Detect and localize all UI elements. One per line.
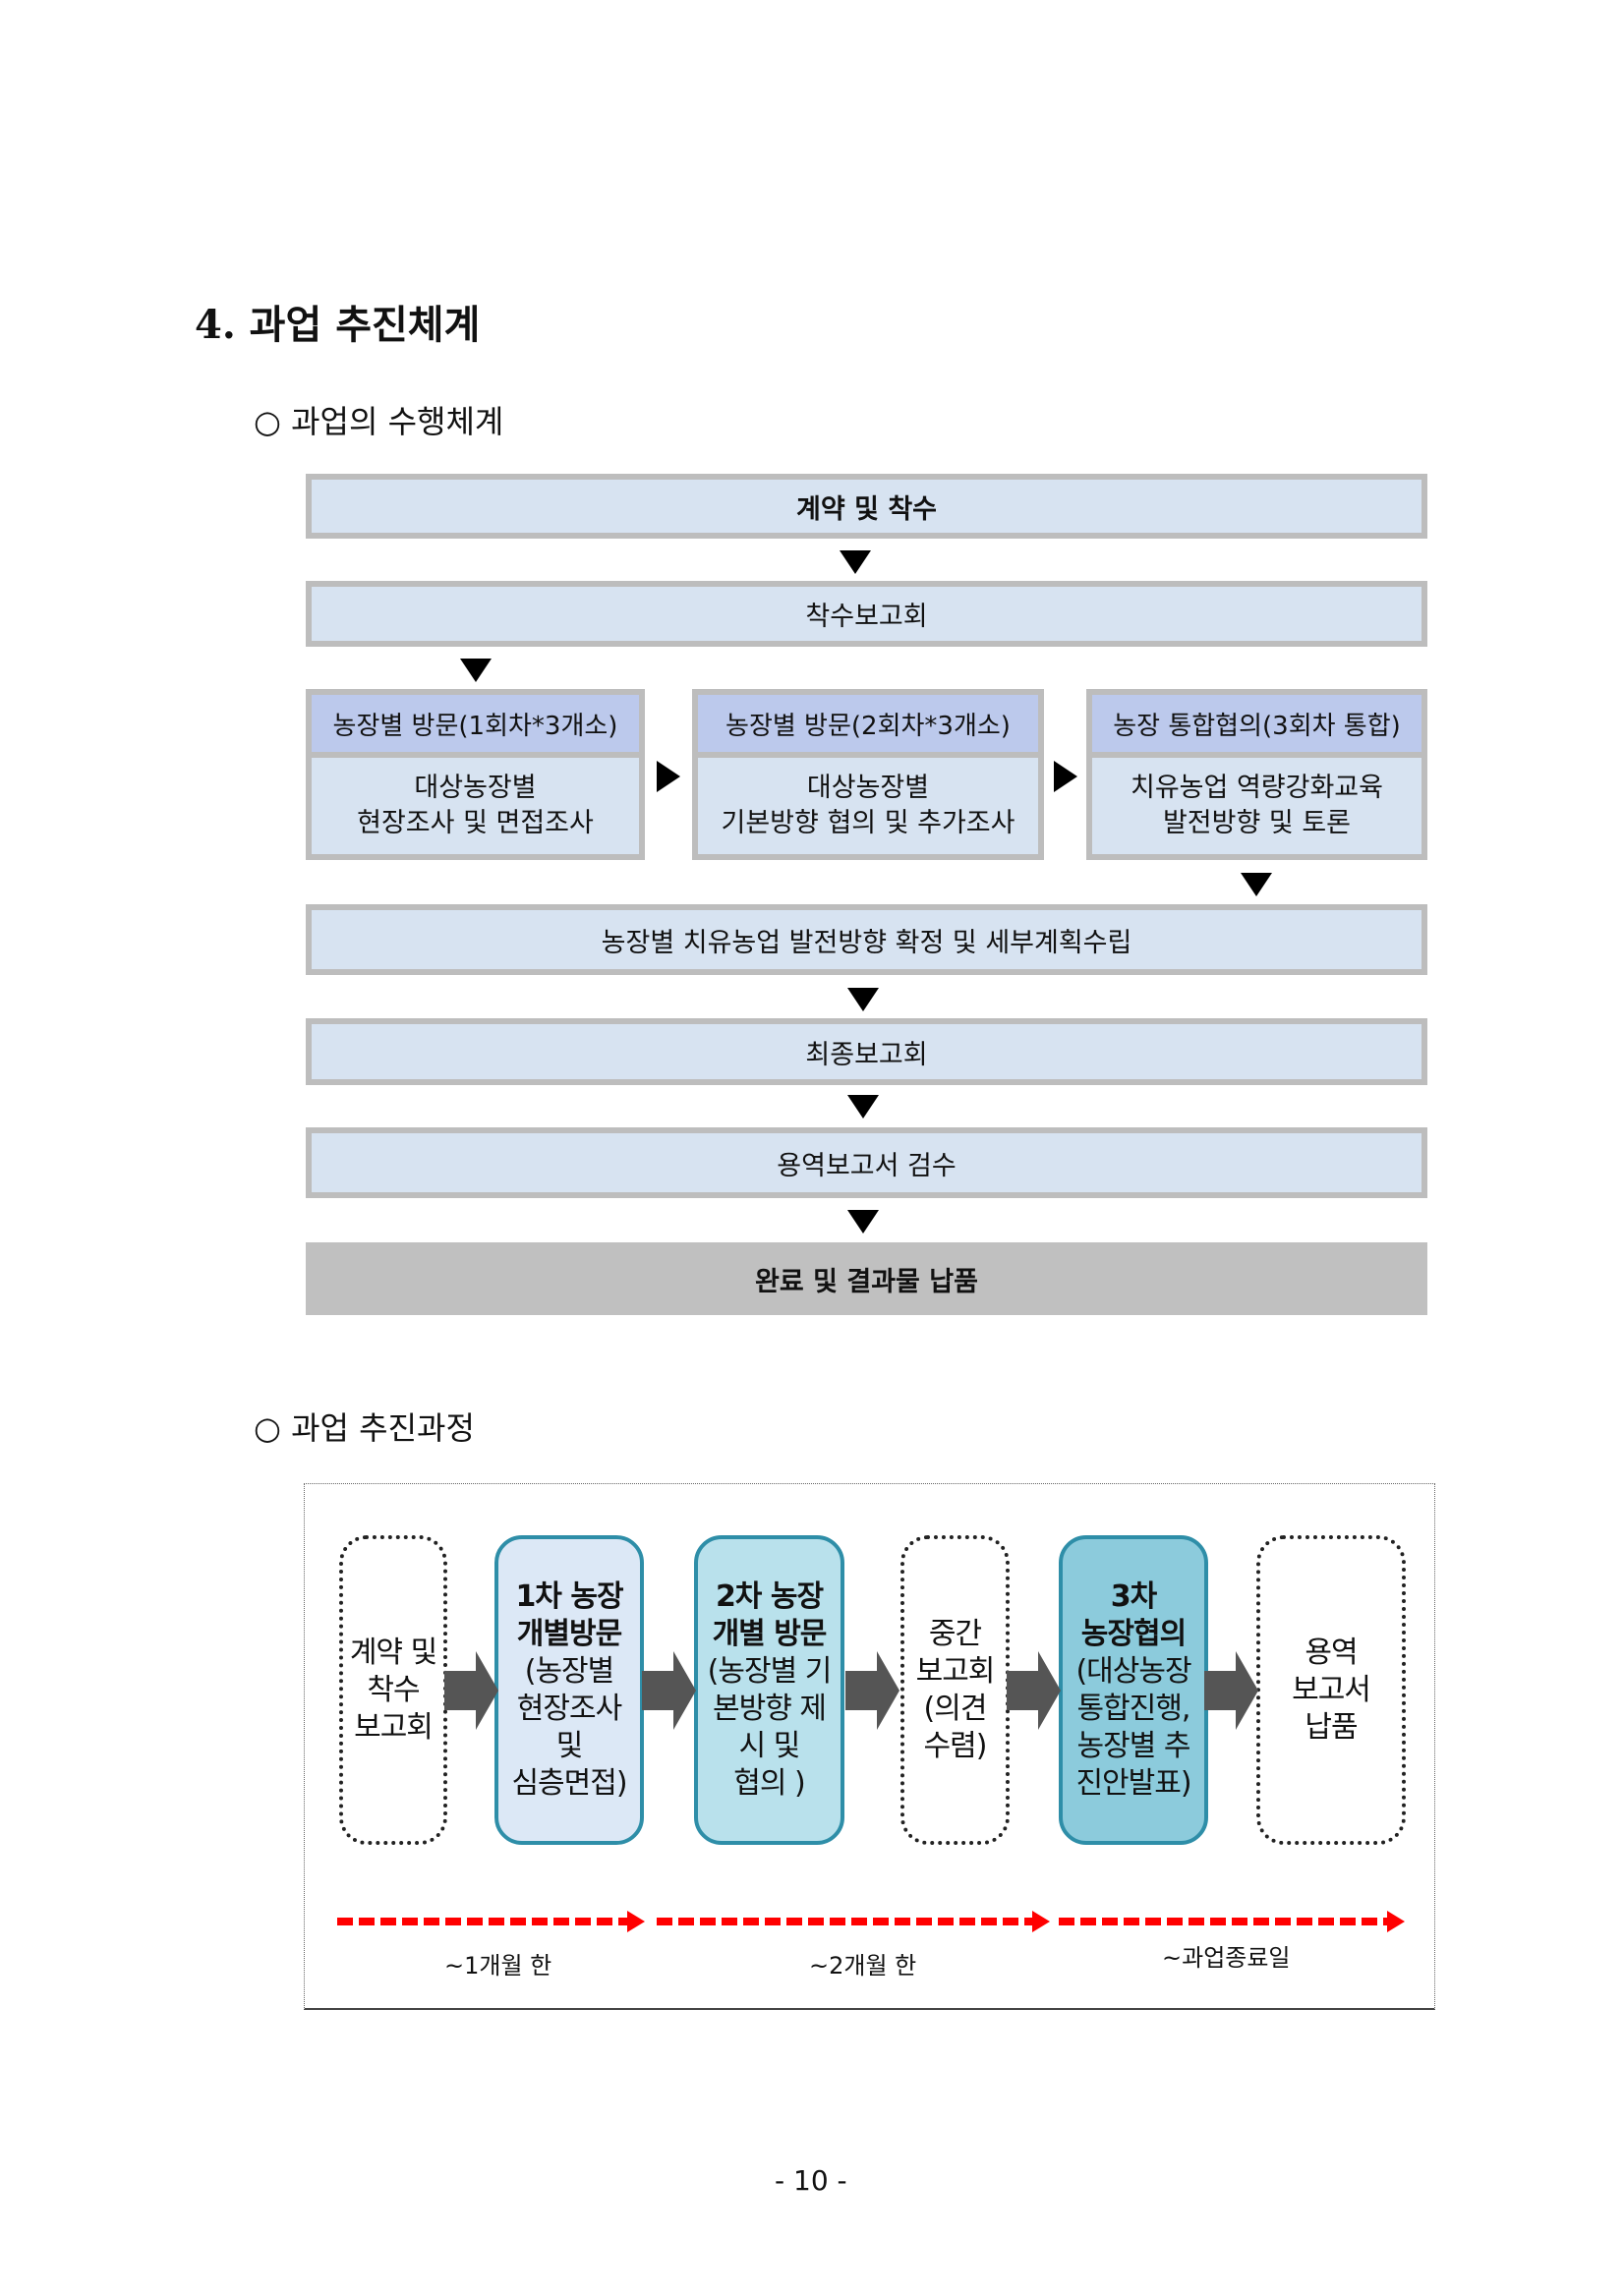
- arrow-down-icon: [847, 988, 879, 1011]
- stage-title: 3차: [1110, 1578, 1157, 1614]
- stage-text: (농장별: [524, 1653, 615, 1689]
- stage-text: 수렴): [923, 1728, 988, 1763]
- stage-text: 보고회: [915, 1653, 996, 1689]
- stage-text: 용역: [1305, 1635, 1358, 1670]
- timeline-arrow-2: [657, 1911, 1050, 1932]
- flow-step-plan: 농장별 치유농업 발전방향 확정 및 세부계획수립: [306, 904, 1427, 975]
- stage-text: (의견: [923, 1691, 988, 1726]
- stage-text: (대상농장: [1075, 1653, 1191, 1689]
- flow-step-inspection: 용역보고서 검수: [306, 1127, 1427, 1198]
- stage-title: 농장협의: [1080, 1616, 1187, 1651]
- stage-text: 현장조사: [516, 1691, 622, 1726]
- column-text: 현장조사 및 면접조사: [357, 808, 594, 838]
- flow-step-contract: 계약 및 착수: [306, 474, 1427, 539]
- arrow-down-icon: [1241, 873, 1272, 896]
- stage-title: 개별방문: [516, 1616, 622, 1651]
- stage-text: 보고회: [354, 1709, 434, 1745]
- stage-title: 1차 농장: [515, 1578, 623, 1614]
- column-header: 농장별 방문(2회차*3개소): [698, 695, 1038, 758]
- subsection-heading-structure: ○ 과업의 수행체계: [254, 403, 504, 440]
- stage-text: 보고서: [1292, 1672, 1371, 1707]
- stage-text: 시 및: [738, 1728, 801, 1763]
- section-heading: 4. 과업 추진체계: [195, 302, 481, 348]
- arrow-down-icon: [840, 550, 871, 574]
- gray-arrow-icon: [1204, 1651, 1258, 1730]
- process-figure: [304, 1483, 1435, 2010]
- gray-arrow-icon: [845, 1651, 899, 1730]
- subsection-heading-process: ○ 과업 추진과정: [254, 1409, 475, 1447]
- arrow-right-icon: [657, 761, 680, 792]
- stage-text: 중간: [928, 1616, 982, 1651]
- column-text: 발전방향 및 토론: [1162, 808, 1352, 838]
- column-text: 대상농장별: [806, 773, 930, 803]
- timeline-arrow-3: [1059, 1911, 1405, 1932]
- arrow-right-icon: [1054, 761, 1077, 792]
- gray-arrow-icon: [642, 1651, 696, 1730]
- timeline-label: ~과업종료일: [1162, 1944, 1291, 1972]
- stage-text: 계약 및: [349, 1635, 437, 1670]
- stage-text: 통합진행,: [1076, 1691, 1191, 1726]
- arrow-down-icon: [847, 1095, 879, 1119]
- column-text: 대상농장별: [414, 773, 537, 803]
- timeline-label: ~1개월 한: [444, 1952, 552, 1980]
- column-header: 농장별 방문(1회차*3개소): [312, 695, 639, 758]
- stage-text: 착수: [367, 1672, 420, 1707]
- arrow-down-icon: [847, 1210, 879, 1234]
- timeline-label: ~2개월 한: [809, 1952, 917, 1980]
- stage-text: 심층면접): [511, 1765, 627, 1801]
- flow-step-delivery: 완료 및 결과물 납품: [306, 1242, 1427, 1315]
- stage-text: 및: [555, 1728, 584, 1763]
- stage-text: 본방향 제: [713, 1691, 827, 1726]
- flow-step-final-report: 최종보고회: [306, 1018, 1427, 1085]
- column-header: 농장 통합협의(3회차 통합): [1092, 695, 1421, 758]
- column-text: 치유농업 역량강화교육: [1131, 773, 1383, 803]
- stage-text: 진안발표): [1075, 1765, 1191, 1801]
- flow-step-kickoff-report: 착수보고회: [306, 581, 1427, 647]
- gray-arrow-icon: [1007, 1651, 1061, 1730]
- arrow-down-icon: [460, 659, 492, 682]
- gray-arrow-icon: [444, 1651, 498, 1730]
- stage-text: 협의 ): [733, 1765, 805, 1801]
- stage-title: 개별 방문: [712, 1616, 828, 1651]
- page-number: - 10 -: [775, 2164, 847, 2197]
- column-text: 기본방향 협의 및 추가조사: [721, 808, 1015, 838]
- stage-text: 농장별 추: [1076, 1728, 1191, 1763]
- stage-text: (농장별 기: [707, 1653, 833, 1689]
- stage-text: 납품: [1305, 1709, 1358, 1745]
- timeline-arrow-1: [337, 1911, 645, 1932]
- stage-title: 2차 농장: [715, 1578, 824, 1614]
